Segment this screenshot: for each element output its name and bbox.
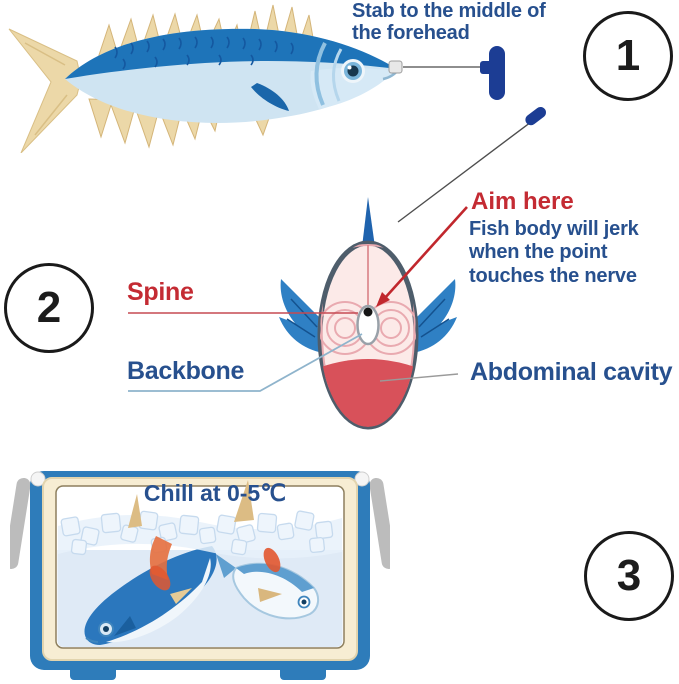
aim-arrow-icon bbox=[376, 206, 468, 307]
step2-number: 2 bbox=[36, 283, 62, 332]
fish-eye bbox=[341, 59, 365, 83]
spine-nerve-dot bbox=[363, 307, 373, 317]
step1-number: 1 bbox=[615, 31, 641, 80]
aim-note: Fish body will jerk when the point touch… bbox=[469, 218, 639, 287]
mackerel-fish-illustration bbox=[8, 4, 400, 153]
step3-number: 3 bbox=[616, 551, 642, 600]
backbone-label: Backbone bbox=[127, 357, 245, 385]
step3-badge: 3 bbox=[584, 531, 674, 621]
abdominal-cavity-region bbox=[321, 359, 415, 427]
chilled-fish-left bbox=[84, 546, 217, 645]
dorsal-spike bbox=[362, 197, 375, 247]
spine-label: Spine bbox=[127, 278, 194, 306]
step1-badge: 1 bbox=[583, 11, 673, 101]
needle-icon bbox=[397, 106, 546, 223]
backbone-oval bbox=[356, 304, 380, 346]
aim-here-label: Aim here bbox=[471, 188, 574, 215]
abdominal-pointer-line bbox=[379, 373, 459, 382]
cooler-illustration bbox=[10, 471, 390, 680]
pectoral-fins bbox=[279, 279, 457, 353]
gill-streaks bbox=[149, 536, 281, 591]
abdominal-cavity-label: Abdominal cavity bbox=[470, 358, 673, 386]
chill-caption: Chill at 0-5℃ bbox=[143, 480, 287, 506]
cooler-handles bbox=[10, 477, 390, 570]
spike-tool-icon bbox=[388, 46, 505, 100]
step1-caption: Stab to the middle of the forehead bbox=[352, 0, 546, 44]
backbone-pointer-line bbox=[128, 333, 363, 392]
step2-badge: 2 bbox=[4, 263, 94, 353]
chilled-fish-right bbox=[216, 554, 320, 620]
fin-spikes bbox=[128, 480, 282, 604]
